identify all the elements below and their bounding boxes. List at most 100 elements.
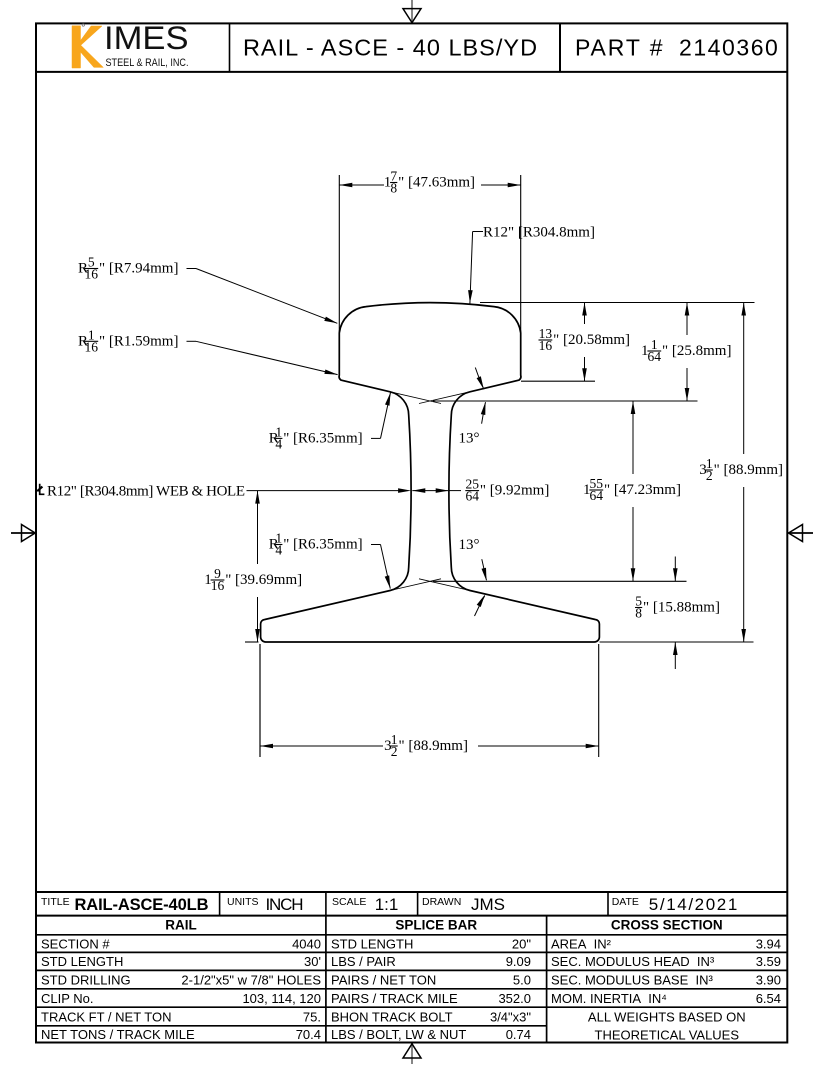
- svg-text:20": 20": [512, 936, 531, 951]
- svg-text:2: 2: [706, 468, 713, 483]
- svg-text:8: 8: [390, 181, 397, 196]
- svg-text:" [R1.59mm]: " [R1.59mm]: [99, 333, 178, 349]
- svg-text:55: 55: [590, 476, 604, 491]
- svg-text:SEC. MODULUS BASE IN³: SEC. MODULUS BASE IN³: [551, 972, 713, 987]
- svg-text:RAIL - ASCE - 40 LBS/YD: RAIL - ASCE - 40 LBS/YD: [243, 35, 538, 61]
- svg-text:TRACK FT / NET TON: TRACK FT / NET TON: [41, 1009, 172, 1024]
- svg-text:64: 64: [590, 488, 604, 503]
- svg-text:2-1/2"x5" w 7/8" HOLES: 2-1/2"x5" w 7/8" HOLES: [181, 972, 321, 987]
- svg-text:1: 1: [706, 456, 713, 471]
- svg-text:7: 7: [390, 169, 397, 184]
- svg-text:8: 8: [635, 606, 642, 621]
- svg-text:13°: 13°: [459, 431, 480, 447]
- svg-text:NET TONS / TRACK MILE: NET TONS / TRACK MILE: [41, 1027, 195, 1042]
- svg-text:3.94: 3.94: [756, 936, 781, 951]
- svg-text:PAIRS / NET TON: PAIRS / NET TON: [331, 972, 436, 987]
- svg-text:1:1: 1:1: [375, 895, 399, 914]
- svg-text:DRAWN: DRAWN: [422, 896, 461, 908]
- svg-text:4: 4: [275, 543, 282, 558]
- svg-text:" [47.23mm]: " [47.23mm]: [604, 482, 681, 498]
- svg-text:2: 2: [391, 744, 398, 759]
- svg-text:1: 1: [275, 531, 282, 546]
- svg-text:" [47.63mm]: " [47.63mm]: [398, 175, 475, 191]
- svg-text:1: 1: [88, 327, 95, 342]
- svg-text:CLIP No.: CLIP No.: [41, 991, 94, 1006]
- svg-text:BHON TRACK BOLT: BHON TRACK BOLT: [331, 1009, 453, 1024]
- svg-text:1: 1: [384, 175, 392, 191]
- svg-text:ALL WEIGHTS BASED ON: ALL WEIGHTS BASED ON: [588, 1010, 746, 1025]
- svg-text:STD LENGTH: STD LENGTH: [331, 936, 413, 951]
- svg-text:DATE: DATE: [612, 896, 639, 908]
- svg-text:64: 64: [648, 349, 662, 364]
- svg-text:9.09: 9.09: [506, 954, 531, 969]
- svg-text:25: 25: [465, 477, 479, 492]
- svg-text:" [R7.94mm]: " [R7.94mm]: [99, 261, 178, 277]
- svg-text:1: 1: [651, 337, 658, 352]
- svg-text:16: 16: [539, 338, 553, 353]
- svg-text:16: 16: [211, 578, 225, 593]
- svg-text:TITLE: TITLE: [41, 896, 70, 908]
- svg-text:SPLICE BAR: SPLICE BAR: [395, 918, 477, 933]
- svg-text:16: 16: [85, 339, 99, 354]
- svg-text:CROSS SECTION: CROSS SECTION: [611, 918, 723, 933]
- svg-text:SECTION #: SECTION #: [41, 936, 110, 951]
- svg-text:R: R: [269, 430, 279, 446]
- svg-text:3.59: 3.59: [756, 954, 781, 969]
- svg-text:103, 114, 120: 103, 114, 120: [242, 991, 321, 1006]
- svg-text:0.74: 0.74: [506, 1027, 531, 1042]
- svg-text:" [R6.35mm]: " [R6.35mm]: [283, 537, 362, 553]
- svg-text:" [R6.35mm]: " [R6.35mm]: [283, 430, 362, 446]
- svg-text:" [88.9mm]: " [88.9mm]: [399, 738, 468, 754]
- svg-text:1: 1: [641, 343, 649, 359]
- svg-text:1: 1: [204, 572, 212, 588]
- svg-text:3: 3: [384, 738, 392, 754]
- svg-text:R12" [R304.8mm] WEB & HOLE: R12" [R304.8mm] WEB & HOLE: [47, 484, 245, 500]
- svg-text:R: R: [78, 333, 88, 349]
- svg-text:13°: 13°: [459, 537, 480, 553]
- svg-text:SCALE: SCALE: [332, 896, 366, 908]
- svg-text:STD DRILLING: STD DRILLING: [41, 972, 131, 987]
- svg-text:IMES: IMES: [104, 20, 189, 56]
- svg-text:MOM. INERTIA IN⁴: MOM. INERTIA IN⁴: [551, 991, 667, 1006]
- svg-text:352.0: 352.0: [498, 991, 531, 1006]
- svg-text:RAIL-ASCE-40LB: RAIL-ASCE-40LB: [75, 896, 209, 914]
- svg-text:16: 16: [85, 267, 99, 282]
- svg-text:R: R: [269, 537, 279, 553]
- svg-text:LBS / PAIR: LBS / PAIR: [331, 954, 396, 969]
- svg-text:5: 5: [635, 594, 642, 609]
- svg-text:1: 1: [583, 482, 591, 498]
- svg-text:70.4: 70.4: [296, 1027, 321, 1042]
- svg-text:30': 30': [304, 954, 321, 969]
- svg-text:INCH: INCH: [266, 895, 304, 914]
- svg-text:3.90: 3.90: [756, 972, 781, 987]
- svg-text:THEORETICAL VALUES: THEORETICAL VALUES: [595, 1028, 740, 1043]
- svg-text:" [15.88mm]: " [15.88mm]: [643, 600, 720, 616]
- svg-text:1: 1: [391, 732, 398, 747]
- svg-text:R: R: [78, 261, 88, 277]
- svg-text:JMS: JMS: [471, 895, 505, 914]
- svg-text:" [20.58mm]: " [20.58mm]: [553, 332, 630, 348]
- svg-text:R12" [R304.8mm]: R12" [R304.8mm]: [483, 225, 595, 241]
- svg-text:" [9.92mm]: " [9.92mm]: [480, 483, 549, 499]
- svg-text:" [39.69mm]: " [39.69mm]: [225, 572, 302, 588]
- svg-text:13: 13: [539, 326, 553, 341]
- svg-text:AREA IN²: AREA IN²: [551, 936, 612, 951]
- svg-text:5/14/2021: 5/14/2021: [649, 895, 738, 914]
- svg-text:3: 3: [699, 462, 707, 478]
- svg-text:PART #: PART #: [575, 35, 664, 61]
- svg-text:75.: 75.: [303, 1009, 321, 1024]
- svg-text:6.54: 6.54: [756, 991, 781, 1006]
- svg-text:4: 4: [275, 436, 282, 451]
- svg-text:2140360: 2140360: [679, 35, 779, 61]
- svg-text:SEC. MODULUS HEAD IN³: SEC. MODULUS HEAD IN³: [551, 954, 715, 969]
- svg-text:RAIL: RAIL: [165, 918, 197, 933]
- svg-text:" [88.9mm]: " [88.9mm]: [714, 462, 783, 478]
- svg-text:5.0: 5.0: [513, 972, 531, 987]
- svg-text:" [25.8mm]: " [25.8mm]: [662, 343, 731, 359]
- svg-text:9: 9: [214, 566, 221, 581]
- svg-text:UNITS: UNITS: [227, 896, 259, 908]
- svg-text:5: 5: [88, 255, 95, 270]
- svg-text:STEEL & RAIL, INC.: STEEL & RAIL, INC.: [106, 57, 189, 69]
- svg-text:64: 64: [465, 489, 479, 504]
- svg-text:PAIRS / TRACK MILE: PAIRS / TRACK MILE: [331, 991, 458, 1006]
